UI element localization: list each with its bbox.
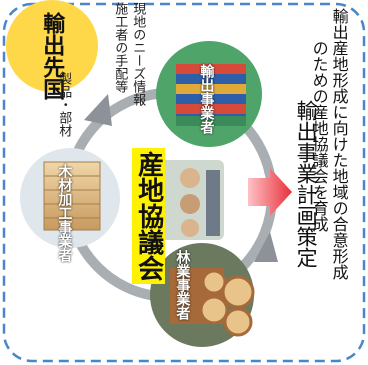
plan-arrow xyxy=(248,168,292,216)
export-destination-circle xyxy=(6,0,98,92)
products-label: 製品・部材 xyxy=(56,72,72,137)
goal-line-1: 輸出産地形成に向けた地域の合意形成 xyxy=(329,8,349,280)
dashed-frame xyxy=(2,2,366,363)
goal-line-2: のための産地協議会を育成 xyxy=(309,40,329,232)
cycle-arrowhead-right xyxy=(254,232,278,262)
council-label: 産地協議会 xyxy=(132,148,165,284)
export-business-label: 輸出事業者 xyxy=(198,64,215,134)
plan-label: 輸出事業計画策定 xyxy=(294,100,319,268)
processing-label: 木材加工事業者 xyxy=(56,164,73,262)
needs-info-label-2: 施工者の手配等 xyxy=(112,2,128,93)
forestry-label: 林業事業者 xyxy=(174,250,191,320)
cycle-arrowhead-top xyxy=(84,94,112,126)
export-destination-label: 輸出先国 xyxy=(39,12,65,100)
needs-info-label-1: 現地のニーズ情報 xyxy=(130,2,146,106)
council-meeting-photo xyxy=(158,160,224,240)
lumber-stack-icon xyxy=(43,161,101,231)
container-stack-icon xyxy=(176,64,246,126)
log-stack-icon xyxy=(170,268,255,337)
